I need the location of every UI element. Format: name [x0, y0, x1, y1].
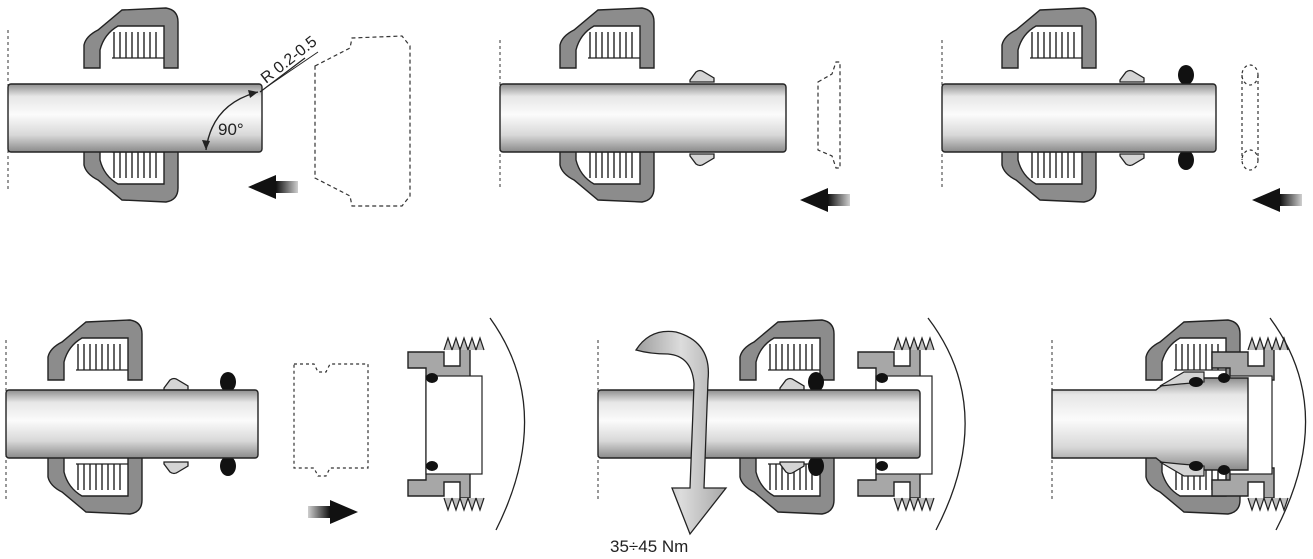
torque-arrow-icon	[634, 330, 728, 536]
arrow-left-icon	[1252, 188, 1302, 212]
oring-icon	[1178, 65, 1194, 85]
step-2	[499, 8, 850, 212]
tube	[7, 83, 263, 153]
arrow-left-icon	[800, 188, 850, 212]
oring-icon	[808, 372, 824, 392]
step-4	[5, 317, 526, 531]
oring-icon	[1218, 465, 1230, 475]
arrow-right-icon	[308, 500, 358, 524]
step-5: 35÷45 Nm	[597, 317, 966, 556]
ring-outline-icon	[817, 61, 841, 169]
radius-label: R 0.2-0.5	[258, 33, 320, 87]
oring-icon	[1189, 377, 1203, 387]
step-6	[1051, 317, 1307, 531]
step-1: 90° R 0.2-0.5	[7, 8, 411, 207]
nut-outline-icon	[314, 35, 411, 207]
cutting-ring-icon	[1119, 69, 1145, 83]
tube	[5, 389, 259, 459]
arrow-left-icon	[248, 175, 298, 199]
tube	[941, 83, 1217, 153]
fitting-body	[407, 317, 526, 531]
step-3	[941, 8, 1302, 212]
cutting-ring-icon	[163, 377, 189, 391]
cutting-ring-icon	[1119, 153, 1145, 167]
ring-outline-icon	[293, 363, 369, 477]
oring-icon	[220, 372, 236, 392]
tube	[499, 83, 787, 153]
oring-outline-icon	[1241, 64, 1259, 171]
oring-icon	[1218, 373, 1230, 383]
oring-icon	[1189, 461, 1203, 471]
angle-label: 90°	[218, 120, 244, 139]
cutting-ring-icon	[689, 153, 715, 167]
oring-icon	[220, 456, 236, 476]
torque-label: 35÷45 Nm	[610, 537, 688, 556]
cutting-ring-icon	[779, 377, 805, 391]
cutting-ring-icon	[163, 461, 189, 475]
oring-icon	[808, 456, 824, 476]
oring-icon	[1178, 150, 1194, 170]
tube-deformed	[1051, 377, 1249, 471]
tube	[597, 389, 921, 459]
cutting-ring-icon	[689, 69, 715, 83]
